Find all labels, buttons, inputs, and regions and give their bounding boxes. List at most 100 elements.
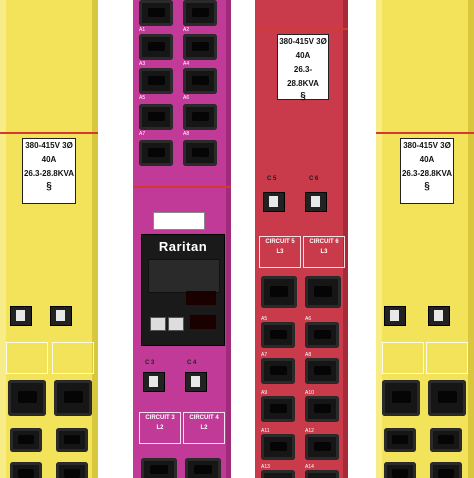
c13-outlet[interactable] <box>261 470 295 478</box>
c13-outlet[interactable] <box>183 104 217 130</box>
c19-outlet[interactable] <box>141 458 177 478</box>
c13-outlet[interactable] <box>10 428 42 452</box>
c13-outlet[interactable] <box>305 322 339 348</box>
circuit-breaker[interactable] <box>305 192 327 212</box>
c13-outlet[interactable] <box>305 396 339 422</box>
c13-outlet[interactable] <box>305 358 339 384</box>
spec-power: 26.3-28.8KVA <box>287 65 319 88</box>
circuit-phase: L2 <box>200 425 208 431</box>
circuit-breaker[interactable] <box>428 306 450 326</box>
circuit-box: CIRCUIT 5 L3 <box>259 236 301 268</box>
c13-outlet[interactable] <box>261 322 295 348</box>
outlet-label: A8 <box>183 131 190 137</box>
c13-outlet[interactable] <box>56 462 88 478</box>
c13-outlet[interactable] <box>261 358 295 384</box>
outlet-label: A13 <box>261 464 270 470</box>
circuit-breaker[interactable] <box>185 372 207 392</box>
circuit-box: CIRCUIT 6 L3 <box>303 236 345 268</box>
c13-outlet[interactable] <box>430 462 462 478</box>
circuit-name: CIRCUIT 4 <box>189 415 219 421</box>
breaker-label: C 5 <box>267 176 277 182</box>
c19-outlet[interactable] <box>54 380 92 416</box>
spec-voltage: 380-415V 3Ø <box>25 141 73 150</box>
c13-outlet[interactable] <box>139 68 173 94</box>
c13-outlet[interactable] <box>384 428 416 452</box>
circuit-breaker[interactable] <box>10 306 32 326</box>
c19-outlet[interactable] <box>8 380 46 416</box>
circuit-name: CIRCUIT 6 <box>309 239 339 245</box>
breaker-label: C 4 <box>187 360 197 366</box>
spec-power: 26.3-28.8KVA <box>401 169 453 178</box>
circuit-breaker[interactable] <box>263 192 285 212</box>
circuit-box <box>52 342 94 374</box>
circuit-breaker[interactable] <box>50 306 72 326</box>
c19-outlet[interactable] <box>428 380 466 416</box>
circuit-box <box>6 342 48 374</box>
ethernet-port[interactable] <box>168 317 184 331</box>
spec-label: 380-415V 3Ø 40A 26.3-28.8KVA § <box>400 138 454 204</box>
barcode-sticker <box>153 212 205 230</box>
outlet-label: A4 <box>183 61 190 67</box>
outlet-label: A5 <box>261 316 268 322</box>
outlet-label: A6 <box>183 95 190 101</box>
outlet-label: A10 <box>305 390 314 396</box>
outlet-label: A6 <box>305 316 312 322</box>
c13-outlet[interactable] <box>261 396 295 422</box>
c19-outlet[interactable] <box>382 380 420 416</box>
controller-panel: Raritan <box>141 234 225 346</box>
circuit-breaker[interactable] <box>384 306 406 326</box>
ethernet-port[interactable] <box>150 317 166 331</box>
circuit-phase: L3 <box>320 249 328 255</box>
c19-outlet[interactable] <box>305 276 341 308</box>
c13-outlet[interactable] <box>139 34 173 60</box>
c13-outlet[interactable] <box>384 462 416 478</box>
c13-outlet[interactable] <box>305 434 339 460</box>
spec-voltage: 380-415V 3Ø <box>279 37 327 46</box>
breaker-label: C 6 <box>309 176 319 182</box>
outlet-label: A12 <box>305 428 314 434</box>
c19-outlet[interactable] <box>261 276 297 308</box>
brand-logo-icon: § <box>46 181 52 192</box>
c13-outlet[interactable] <box>10 462 42 478</box>
outlet-label: A9 <box>261 390 268 396</box>
pdu-magenta: A1 A2 A3 A4 A5 A6 A7 A8 Raritan C 3 C 4 … <box>133 0 231 478</box>
pdu-yellow-left: 380-415V 3Ø 40A 26.3-28.8KVA § <box>0 0 98 478</box>
outlet-label: A5 <box>139 95 146 101</box>
brand-logo-icon: § <box>300 91 306 102</box>
phase-divider <box>255 28 348 30</box>
outlet-label: A11 <box>261 428 270 434</box>
phase-divider <box>133 186 231 188</box>
circuit-phase: L2 <box>156 425 164 431</box>
outlet-label: A7 <box>261 352 268 358</box>
phase-divider <box>0 132 98 134</box>
circuit-box: CIRCUIT 4 L2 <box>183 412 225 444</box>
outlet-label: A1 <box>139 27 146 33</box>
c13-outlet[interactable] <box>183 0 217 26</box>
c13-outlet[interactable] <box>139 104 173 130</box>
c13-outlet[interactable] <box>305 470 339 478</box>
breaker-label: C 3 <box>145 360 155 366</box>
outlet-label: A7 <box>139 131 146 137</box>
c13-outlet[interactable] <box>430 428 462 452</box>
phase-divider <box>376 132 474 134</box>
circuit-box <box>426 342 468 374</box>
circuit-breaker[interactable] <box>143 372 165 392</box>
spec-label: 380-415V 3Ø 40A 26.3-28.8KVA § <box>277 34 329 102</box>
c13-outlet[interactable] <box>183 140 217 166</box>
c13-outlet[interactable] <box>183 68 217 94</box>
c13-outlet[interactable] <box>139 0 173 26</box>
outlet-label: A3 <box>139 61 146 67</box>
c13-outlet[interactable] <box>56 428 88 452</box>
c13-outlet[interactable] <box>139 140 173 166</box>
pdu-yellow-right: 380-415V 3Ø 40A 26.3-28.8KVA § <box>376 0 474 478</box>
outlet-label: A8 <box>305 352 312 358</box>
spec-power: 26.3-28.8KVA <box>23 169 75 178</box>
circuit-name: CIRCUIT 5 <box>265 239 295 245</box>
outlet-label: A2 <box>183 27 190 33</box>
c13-outlet[interactable] <box>183 34 217 60</box>
c19-outlet[interactable] <box>185 458 221 478</box>
spec-current: 40A <box>295 51 311 60</box>
led-display <box>190 315 216 329</box>
outlet-label: A14 <box>305 464 314 470</box>
c13-outlet[interactable] <box>261 434 295 460</box>
